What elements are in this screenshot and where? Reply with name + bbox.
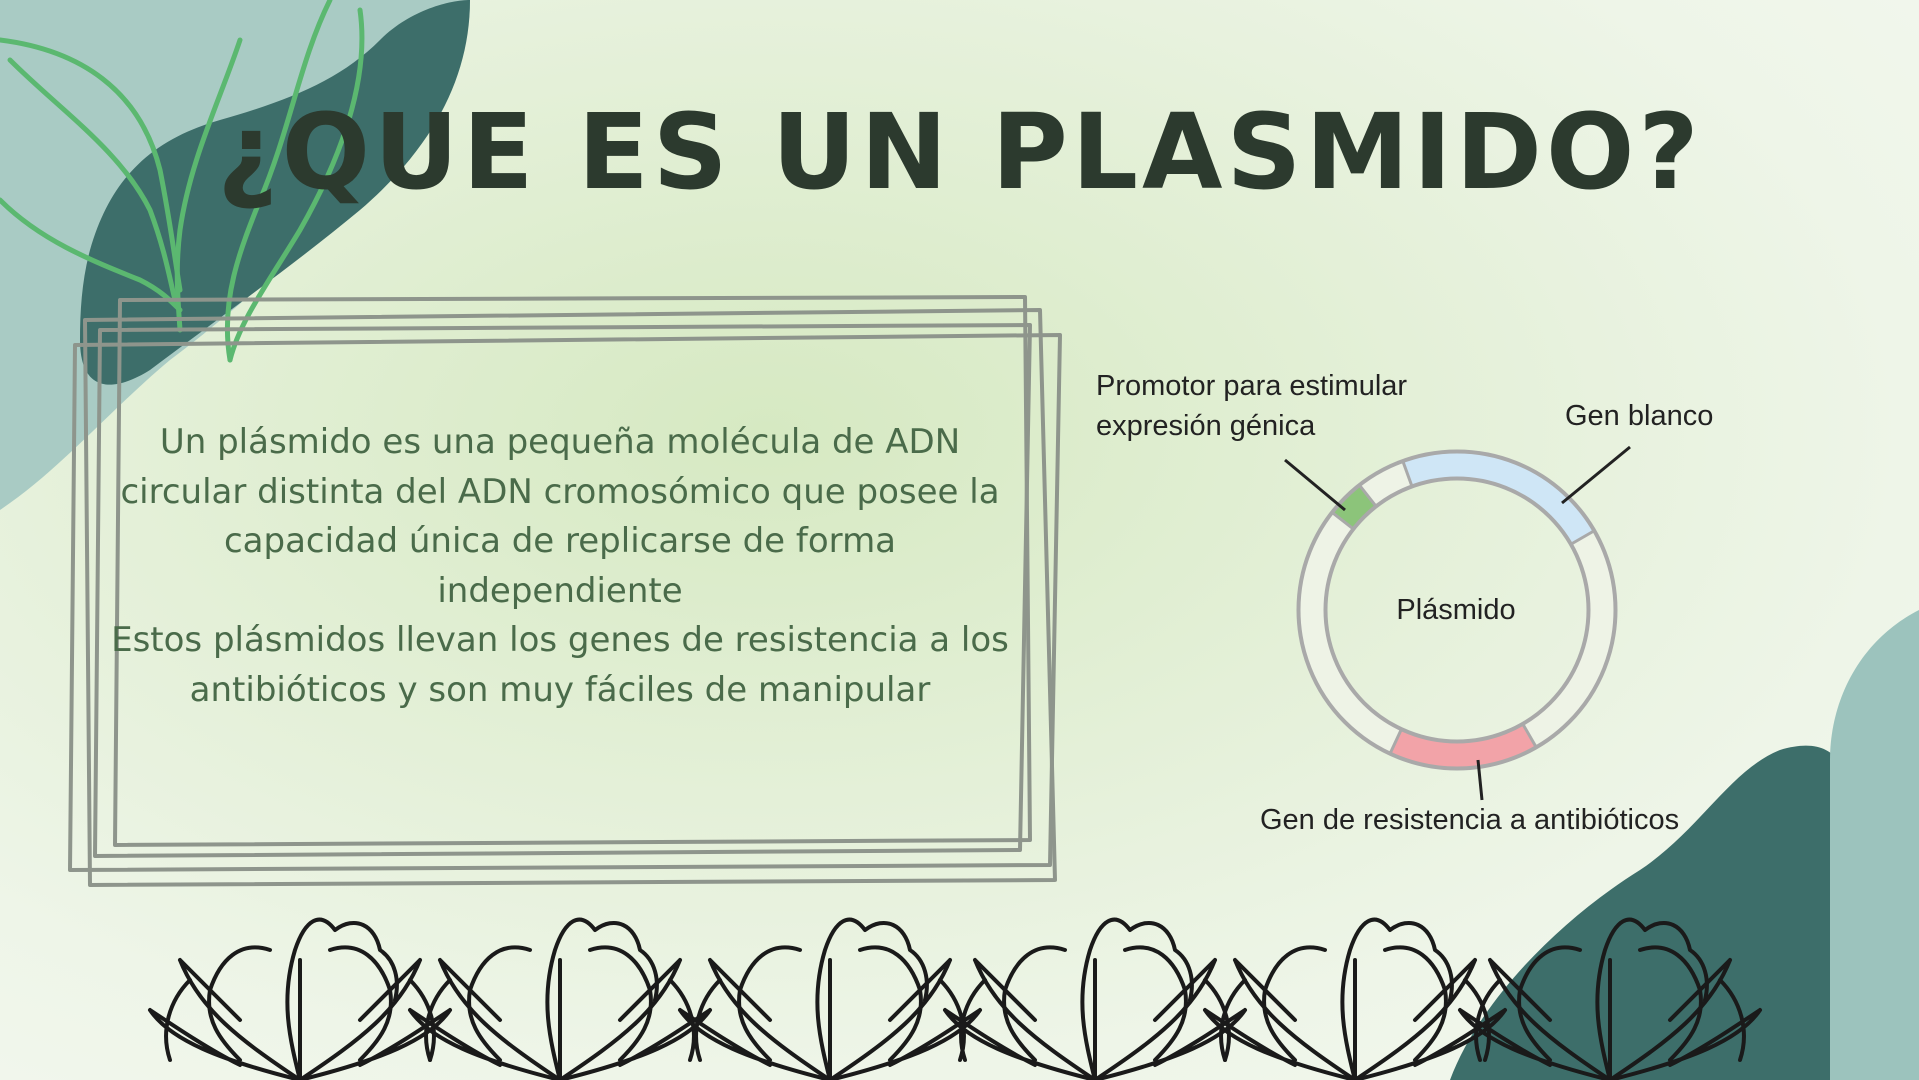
segment-separator — [1521, 723, 1538, 748]
promoter-label: Promotor para estimular expresión génica — [1096, 370, 1408, 442]
resistance-gene-label: Gen de resistencia a antibióticos — [1260, 804, 1680, 836]
definition-paragraph: Un plásmido es una pequeña molécula de A… — [120, 422, 1000, 611]
target-gene-segment — [1403, 452, 1594, 544]
bottom-right-light-blob — [1830, 610, 1919, 1080]
segment-separator — [1388, 728, 1403, 754]
plasmid-diagram — [1284, 445, 1631, 801]
page-title: ¿QUE ES UN PLASMIDO? — [217, 91, 1703, 213]
bottom-right-dark-blob — [1450, 745, 1860, 1080]
segment-separator — [1331, 511, 1354, 530]
segment-separator — [1570, 529, 1595, 546]
sketch-frame — [68, 295, 1062, 887]
resistance-paragraph: Estos plásmidos llevan los genes de resi… — [111, 620, 1009, 710]
segment-separator — [1401, 461, 1414, 487]
segment-separator — [1358, 484, 1377, 507]
promoter-leader — [1284, 458, 1346, 512]
resistance-leader — [1476, 759, 1484, 801]
definition-text: Un plásmido es una pequeña molécula de A… — [110, 418, 1010, 715]
target-gene-leader — [1561, 445, 1631, 505]
target-gene-label: Gen blanco — [1565, 400, 1714, 432]
resistance-gene-segment — [1390, 724, 1536, 768]
plasmid-center-label: Plásmido — [1396, 594, 1516, 626]
